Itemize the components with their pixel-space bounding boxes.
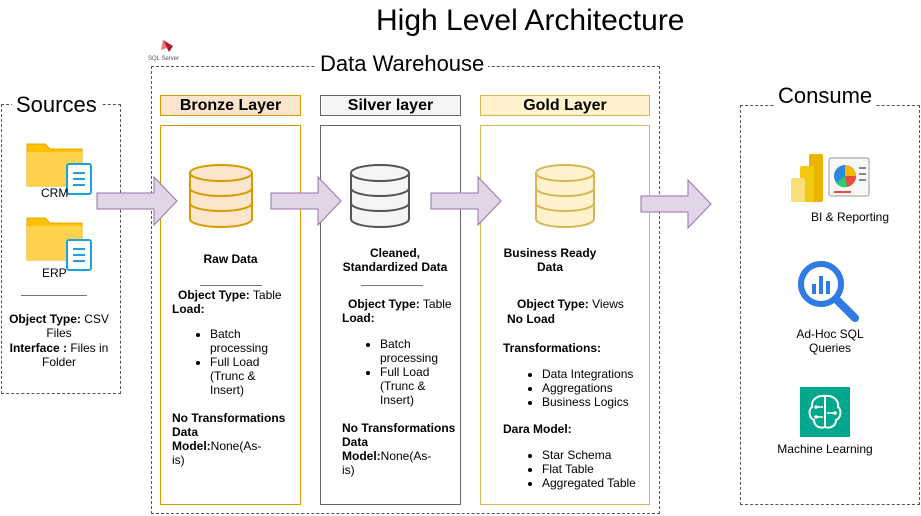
sql-server-icon xyxy=(161,40,173,52)
consume-title: Consume xyxy=(774,85,877,107)
bronze-object-type-label: Object Type: xyxy=(178,288,250,302)
silver-load-item: Batch processing xyxy=(380,337,460,365)
bronze-database-icon xyxy=(189,164,253,228)
brain-chip-icon xyxy=(800,387,850,437)
erp-label: ERP xyxy=(42,266,67,280)
bronze-transformations-label: No Transformations xyxy=(172,411,286,425)
sources-interface: Interface : Files in Folder xyxy=(4,341,114,369)
gold-transformations-list: Data Integrations Aggregations Business … xyxy=(522,367,647,409)
bronze-description: Raw Data xyxy=(203,252,258,266)
gold-data-model-item: Aggregated Table xyxy=(542,476,647,490)
machine-learning-label: Machine Learning xyxy=(777,442,873,456)
silver-data-model-label: Data Model: xyxy=(342,435,381,463)
gold-transformations-label: Transformations: xyxy=(503,341,602,355)
gold-object-type-label: Object Type: xyxy=(517,297,589,311)
bronze-data-model-value: None(As-is) xyxy=(172,439,262,467)
gold-object-type-value: Views xyxy=(592,297,624,311)
bronze-layer-header: Bronze Layer xyxy=(160,95,301,116)
gold-data-model-item: Flat Table xyxy=(542,462,647,476)
silver-object-type-value: Table xyxy=(422,297,452,311)
bronze-data-model: Data Model:None(As-is) xyxy=(172,425,262,467)
sources-object-type: Object Type: CSV Files xyxy=(4,312,114,340)
gold-transformation-item: Business Logics xyxy=(542,395,647,409)
bi-reporting-label: BI & Reporting xyxy=(810,210,890,224)
gold-object-type: Object Type: Views xyxy=(517,297,624,311)
silver-load-list: Batch processing Full Load (Trunc & Inse… xyxy=(360,337,460,407)
silver-load-label: Load: xyxy=(342,311,375,325)
crm-label: CRM xyxy=(41,186,69,200)
arrow-silver-to-gold xyxy=(430,175,502,227)
power-bi-icon xyxy=(791,154,870,202)
sources-divider xyxy=(21,295,87,296)
silver-data-model-value: None(As-is) xyxy=(342,449,432,477)
arrow-bronze-to-silver xyxy=(270,175,342,227)
silver-layer-header: Silver layer xyxy=(320,95,461,116)
arrow-sources-to-bronze xyxy=(96,175,178,227)
gold-database-icon xyxy=(535,164,595,228)
bronze-divider xyxy=(200,285,262,286)
gold-data-model-label: Dara Model: xyxy=(503,422,572,436)
sources-object-type-label: Object Type: xyxy=(9,312,81,326)
bronze-object-type-value: Table xyxy=(252,288,282,302)
diagram-title: High Level Architecture xyxy=(376,4,685,37)
sources-title: Sources xyxy=(12,94,101,116)
bronze-load-item: Batch processing xyxy=(210,327,290,355)
gold-transformation-item: Aggregations xyxy=(542,381,647,395)
gold-data-model-item: Star Schema xyxy=(542,448,647,462)
silver-load-item: Full Load (Trunc & Insert) xyxy=(380,365,460,407)
sql-server-label: SQL Server xyxy=(148,56,180,62)
sources-interface-value: Files in Folder xyxy=(41,341,109,369)
crm-folder-icon xyxy=(26,143,92,195)
adhoc-sql-label: Ad-Hoc SQL Queries xyxy=(796,327,864,355)
bronze-load-list: Batch processing Full Load (Trunc & Inse… xyxy=(190,327,290,397)
magnifier-chart-icon xyxy=(798,261,859,322)
sources-object-type-value: CSV Files xyxy=(46,312,109,340)
silver-object-type: Object Type: Table xyxy=(348,297,452,311)
gold-load-label: No Load xyxy=(507,312,555,326)
silver-data-model: Data Model:None(As-is) xyxy=(342,435,432,477)
bronze-data-model-label: Data Model: xyxy=(172,425,211,453)
bronze-load-item: Full Load (Trunc & Insert) xyxy=(210,355,290,397)
gold-description: Business Ready Data xyxy=(503,246,597,274)
silver-transformations-label: No Transformations xyxy=(342,421,456,435)
silver-divider xyxy=(361,285,423,286)
erp-folder-icon xyxy=(26,217,92,271)
bronze-load-label: Load: xyxy=(172,302,205,316)
silver-description: Cleaned, Standardized Data xyxy=(342,246,448,274)
silver-database-icon xyxy=(350,164,410,228)
sources-interface-label: Interface : xyxy=(9,341,67,355)
bronze-object-type: Object Type: Table xyxy=(178,288,282,302)
silver-layer-box xyxy=(320,125,461,505)
warehouse-title: Data Warehouse xyxy=(316,53,489,75)
gold-data-model-list: Star Schema Flat Table Aggregated Table xyxy=(522,448,647,490)
gold-layer-box xyxy=(480,125,650,505)
arrow-gold-to-consume xyxy=(640,178,712,230)
gold-layer-header: Gold Layer xyxy=(480,95,650,116)
gold-transformation-item: Data Integrations xyxy=(542,367,647,381)
silver-object-type-label: Object Type: xyxy=(348,297,420,311)
bronze-layer-box xyxy=(160,125,301,505)
